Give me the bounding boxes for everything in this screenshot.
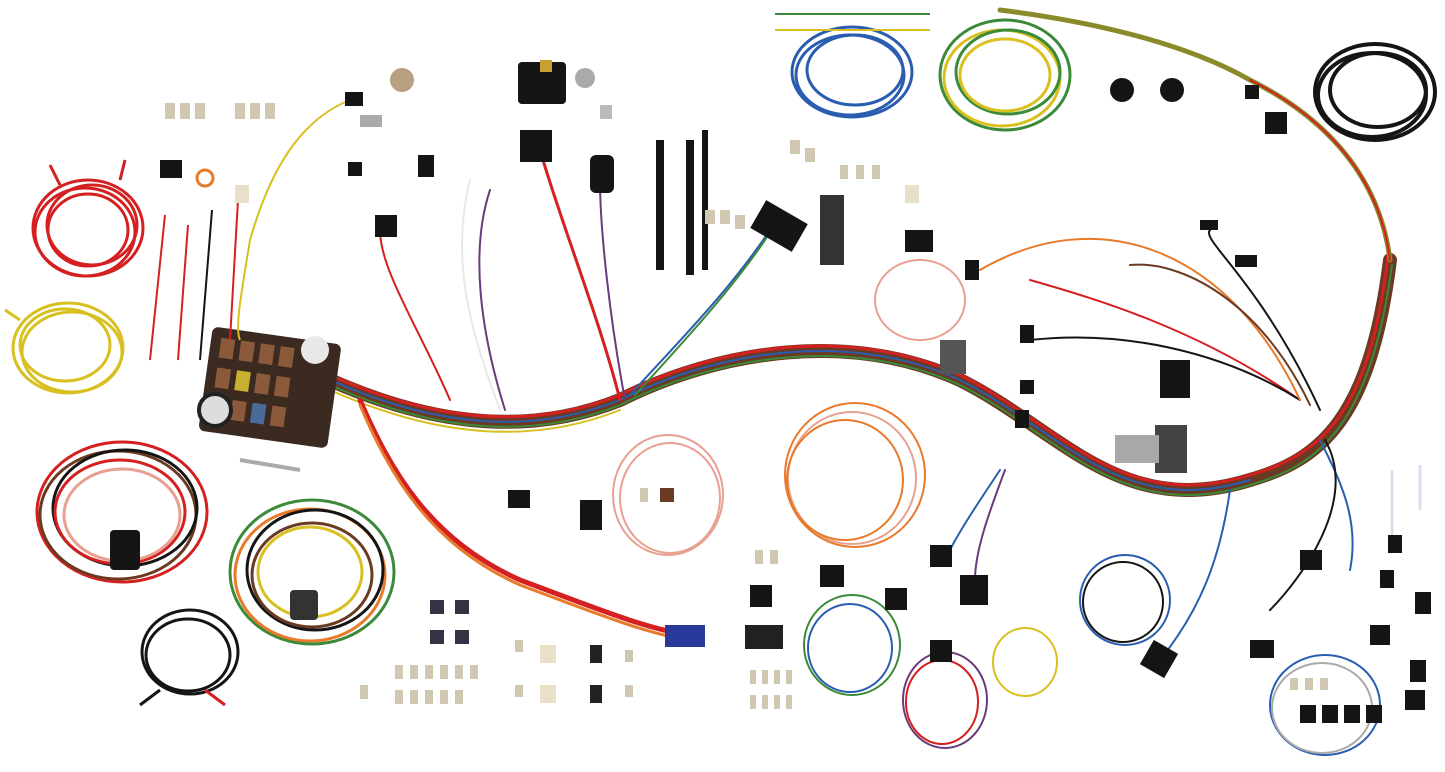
terminals [165, 103, 1328, 709]
black-switch-block [750, 200, 808, 252]
fuse-block [197, 327, 341, 448]
blue-wire-coil [790, 25, 914, 119]
grommet [1160, 78, 1184, 102]
red-wire-coil [31, 159, 145, 278]
yellow-green-coil [938, 18, 1072, 132]
wire-coils [4, 18, 1437, 756]
dimmer-switch [1155, 425, 1187, 473]
black-coil-top-right [1313, 42, 1437, 142]
loose-leads [149, 13, 1422, 540]
black-coil-bottom [139, 608, 240, 707]
headlight-switch [518, 62, 566, 104]
blue-connector [665, 625, 705, 647]
switch-connectors [110, 60, 1431, 723]
main-harness [323, 7, 1397, 661]
pink-wire-loops [612, 259, 966, 556]
grommet [1110, 78, 1134, 102]
multicolor-coil-left [35, 440, 209, 584]
yellow-wire-coil [4, 301, 125, 395]
